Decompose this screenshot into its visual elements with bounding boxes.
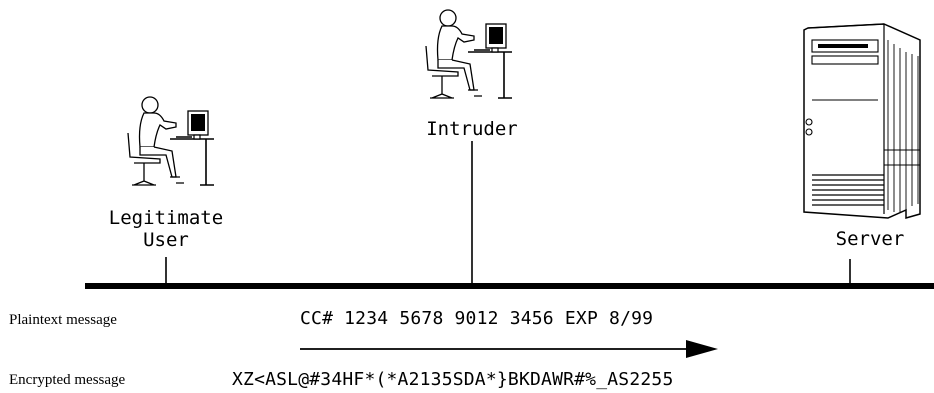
plaintext-message: CC# 1234 5678 9012 3456 EXP 8/99 <box>300 308 654 329</box>
intruder-person-icon <box>425 9 513 99</box>
intruder-label: Intruder <box>426 118 518 140</box>
encrypted-row-label: Encrypted message <box>9 372 126 388</box>
user-label-line2: User <box>143 229 189 251</box>
user-person-icon <box>127 96 215 186</box>
server-tower-icon <box>803 23 921 219</box>
server-label: Server <box>835 228 905 250</box>
user-label-line1: Legitimate <box>108 207 224 229</box>
plaintext-row-label: Plaintext message <box>9 312 117 328</box>
direction-arrow <box>300 340 718 358</box>
network-cable <box>85 283 934 289</box>
encrypted-message: XZ<ASL@#34HF*(*A2135SDA*}BKDAWR#%_AS2255 <box>232 369 674 390</box>
user-label: Legitimate User <box>98 207 234 251</box>
